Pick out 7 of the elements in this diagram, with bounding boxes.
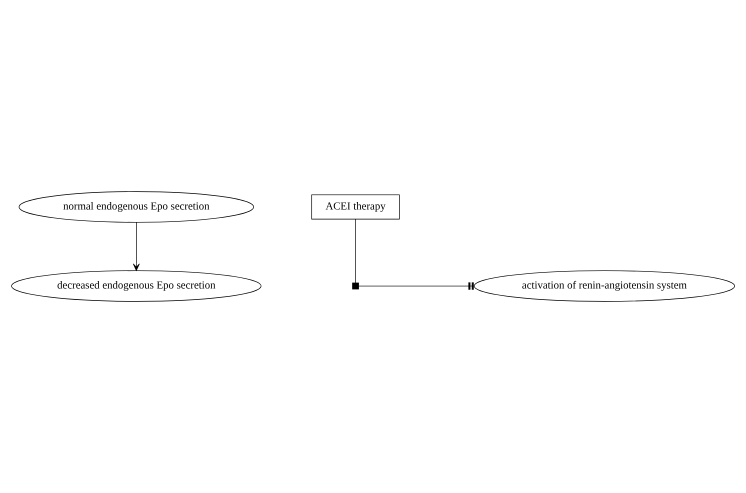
- node-ellipse: normal endogenous Epo secretion: [18, 191, 254, 223]
- node-ellipse: decreased endogenous Epo secretion: [11, 270, 262, 302]
- node-box: [352, 282, 359, 290]
- connector: [355, 218, 356, 284]
- arrow: [132, 222, 140, 271]
- node-box: ACEI therapy: [311, 194, 400, 220]
- node-ellipse: activation of renin-angiotensin system: [474, 270, 735, 302]
